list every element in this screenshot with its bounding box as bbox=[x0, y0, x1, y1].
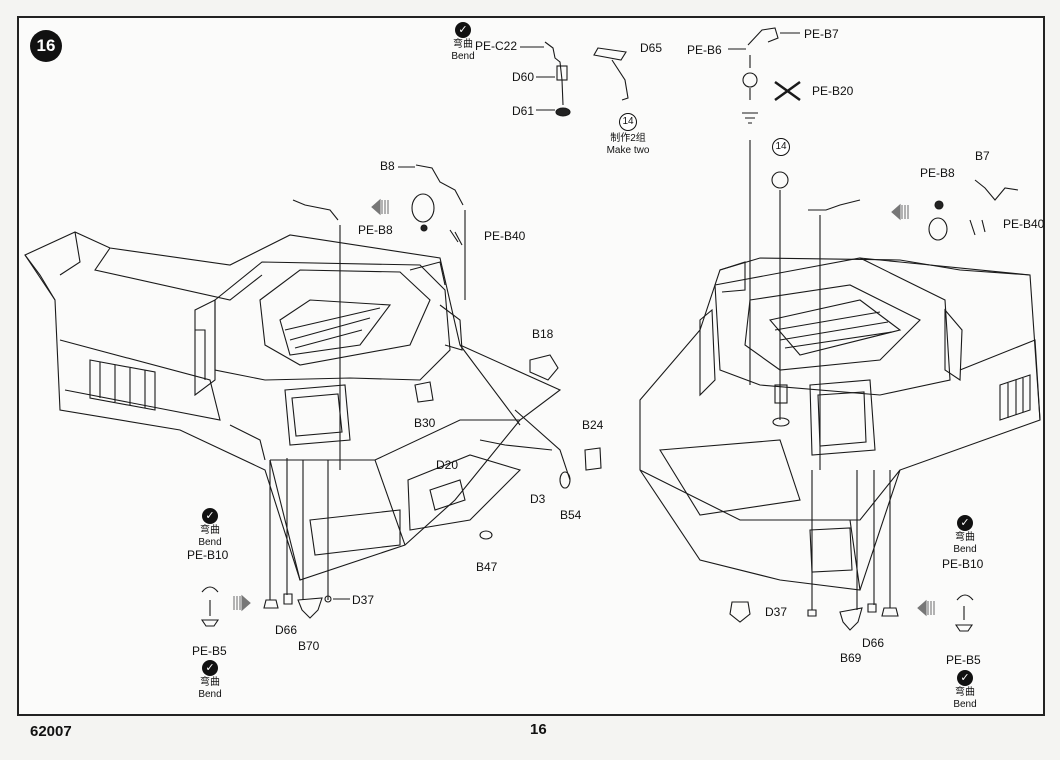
label-b47: B47 bbox=[476, 560, 498, 574]
checkmark-icon: ✓ bbox=[957, 515, 973, 531]
label-b30: B30 bbox=[414, 416, 436, 430]
label-pe-b10-right: PE-B10 bbox=[942, 557, 984, 571]
bend-cn-text: 弯曲 bbox=[200, 677, 220, 688]
label-b69: B69 bbox=[840, 651, 862, 665]
bend-en-text: Bend bbox=[953, 699, 977, 710]
label-d60: D60 bbox=[512, 70, 535, 84]
bend-note-right-lower: ✓ 弯曲 Bend bbox=[949, 670, 981, 711]
make-two-note: 制作2组 Make two bbox=[600, 133, 656, 157]
label-pe-b40-left: PE-B40 bbox=[484, 229, 526, 243]
checkmark-icon: ✓ bbox=[957, 670, 973, 686]
label-d61: D61 bbox=[512, 104, 535, 118]
label-pe-b5-right: PE-B5 bbox=[946, 653, 981, 667]
subassembly-ref-top: 14 bbox=[619, 113, 637, 131]
direction-arrows bbox=[233, 198, 935, 617]
label-pe-b10-left: PE-B10 bbox=[187, 548, 229, 562]
kit-number: 62007 bbox=[30, 723, 72, 740]
bend-note-top: ✓ 弯曲 Bend bbox=[447, 22, 479, 63]
label-d20: D20 bbox=[436, 458, 459, 472]
label-pe-b20: PE-B20 bbox=[812, 84, 854, 98]
right-parts-callouts bbox=[728, 27, 1019, 632]
subassembly-ref-right: 14 bbox=[772, 138, 790, 156]
label-b18: B18 bbox=[532, 327, 554, 341]
label-pe-b8-left: PE-B8 bbox=[358, 223, 393, 237]
label-b8-left: B8 bbox=[380, 159, 395, 173]
page-number: 16 bbox=[530, 721, 547, 738]
label-b70: B70 bbox=[298, 639, 320, 653]
label-pe-c22: PE-C22 bbox=[475, 39, 518, 53]
label-b24: B24 bbox=[582, 418, 604, 432]
label-d66-right: D66 bbox=[862, 636, 885, 650]
right-turret-drawing bbox=[639, 257, 1041, 591]
label-pe-b6: PE-B6 bbox=[687, 43, 722, 57]
checkmark-icon: ✓ bbox=[202, 660, 218, 676]
checkmark-icon: ✓ bbox=[455, 22, 471, 38]
bend-note-right-upper: ✓ 弯曲 Bend bbox=[949, 515, 981, 556]
make-two-en: Make two bbox=[606, 145, 650, 156]
bend-en-text: Bend bbox=[198, 537, 222, 548]
bend-cn-text: 弯曲 bbox=[955, 687, 975, 698]
checkmark-icon: ✓ bbox=[202, 508, 218, 524]
bend-note-left-upper: ✓ 弯曲 Bend bbox=[194, 508, 226, 549]
left-parts-callouts bbox=[200, 41, 629, 627]
bend-en-text: Bend bbox=[953, 544, 977, 555]
bend-note-left-lower: ✓ 弯曲 Bend bbox=[194, 660, 226, 701]
bend-en-text: Bend bbox=[198, 689, 222, 700]
label-pe-b7: PE-B7 bbox=[804, 27, 839, 41]
bend-cn-text: 弯曲 bbox=[453, 39, 473, 50]
label-pe-b40-right: PE-B40 bbox=[1003, 217, 1045, 231]
label-b7-right: B7 bbox=[975, 149, 990, 163]
make-two-cn: 制作2组 bbox=[610, 133, 646, 144]
label-pe-b5-left: PE-B5 bbox=[192, 644, 227, 658]
left-turret-drawing bbox=[24, 231, 562, 581]
bend-cn-text: 弯曲 bbox=[200, 525, 220, 536]
label-d37-right: D37 bbox=[765, 605, 788, 619]
step-number-badge: 16 bbox=[30, 30, 62, 62]
bend-en-text: Bend bbox=[451, 51, 475, 62]
bend-cn-text: 弯曲 bbox=[955, 532, 975, 543]
label-b54: B54 bbox=[560, 508, 582, 522]
label-pe-b8-right: PE-B8 bbox=[920, 166, 955, 180]
label-d37-left: D37 bbox=[352, 593, 375, 607]
label-d3: D3 bbox=[530, 492, 546, 506]
label-d66-left: D66 bbox=[275, 623, 298, 637]
label-d65: D65 bbox=[640, 41, 663, 55]
